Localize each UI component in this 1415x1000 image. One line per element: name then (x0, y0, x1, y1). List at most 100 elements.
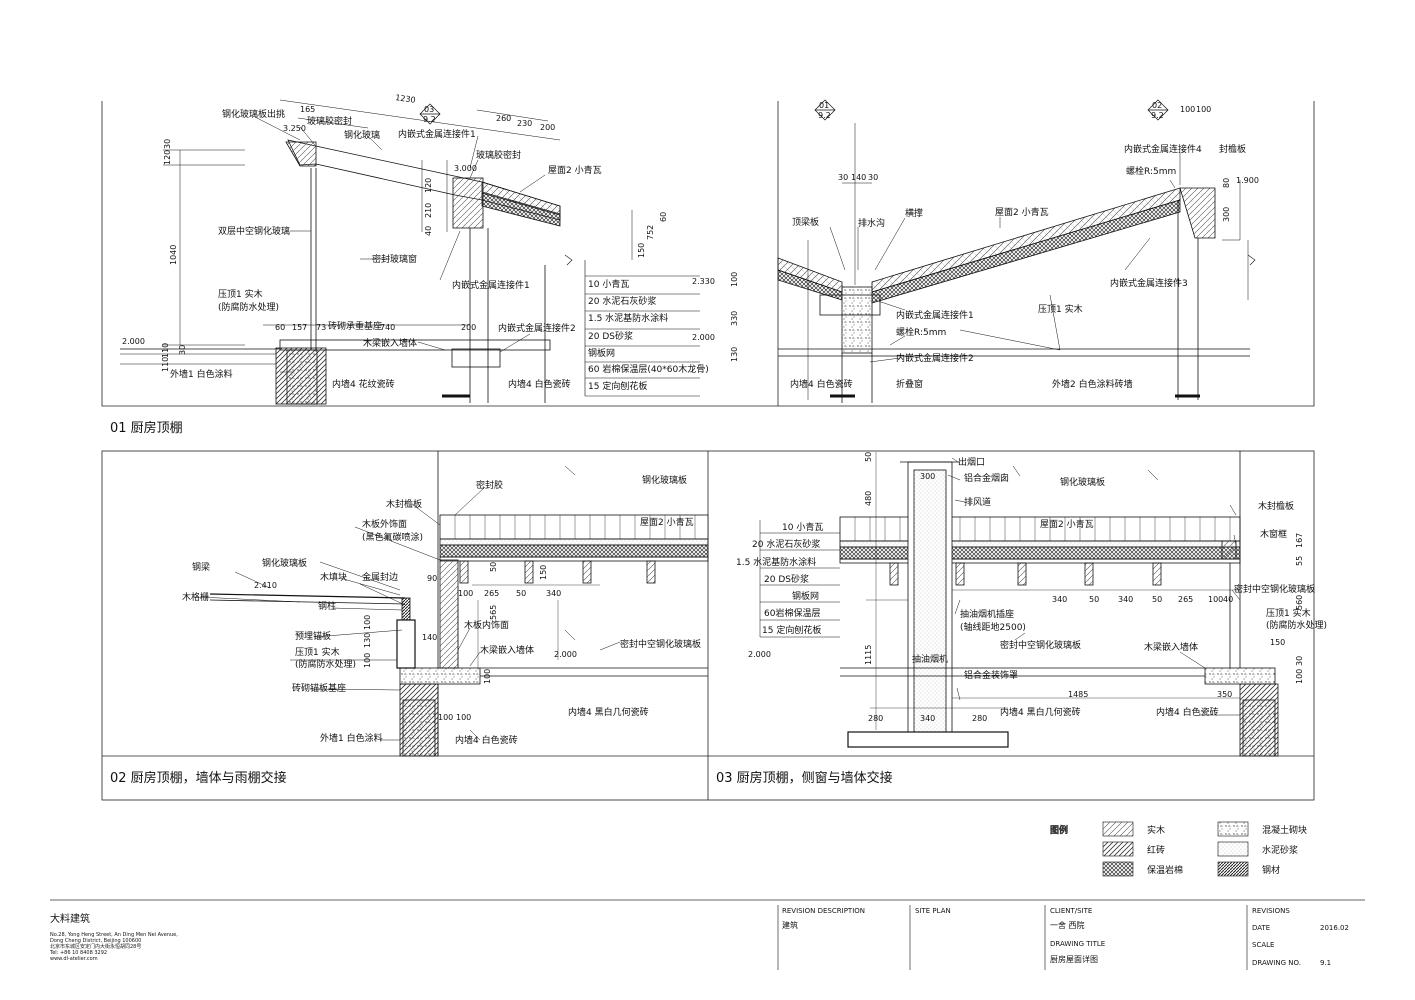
annotation-text: 280 (868, 714, 883, 723)
annotation-text: 120 (424, 178, 433, 193)
annotation-text: 100 (1295, 669, 1304, 684)
annotation-text: 外墙1 白色涂料 (170, 368, 233, 380)
annotation-text: DRAWING NO. (1252, 959, 1301, 967)
annotation-text: 100 (458, 589, 473, 598)
annotation-text: 110 (161, 343, 170, 358)
annotation-text: 密封中空钢化玻璃板 (620, 638, 701, 650)
annotation-text: 80 (1222, 178, 1231, 188)
annotation-text: 砖砌锚板基座 (292, 682, 346, 694)
legend-wood: 实木 (1147, 824, 1165, 836)
annotation-text: 100 (1180, 105, 1195, 114)
drawing-03-text: 出烟口 铝合金烟囱 钢化玻璃板 排风道 木封檐板 屋面2 小青瓦 木窗框 密封中… (736, 452, 1327, 723)
annotation-text: 折叠窗 (896, 378, 923, 390)
annotation-text: 木板内饰面 (464, 619, 509, 631)
annotation-text: 2016.02 (1320, 924, 1349, 932)
annotation-text: 密封玻璃窗 (372, 253, 417, 265)
annotation-text: 150 (1270, 638, 1285, 647)
annotation-text: 内墙4 白色瓷砖 (1156, 706, 1219, 718)
drawing-01-right-text: 01 9.2 02 9.2 30 140 30 顶梁板 排水沟 横撑 屋面2 小… (692, 101, 1259, 390)
annotation-text: 内墙4 黑白几何瓷砖 (568, 706, 649, 718)
annotation-text: 3.000 (454, 164, 477, 173)
annotation-text: 01 (819, 101, 829, 110)
annotation-text: 130 (730, 347, 739, 362)
annotation-text: 密封中空钢化玻璃板 (1000, 639, 1081, 651)
annotation-text: 外墙1 白色涂料 (320, 732, 383, 744)
annotation-text: 230 (517, 119, 532, 128)
caption-03: 03 厨房顶棚，侧窗与墙体交接 (716, 770, 893, 786)
annotation-text: 3.250 (283, 124, 306, 133)
annotation-text: 20 DS砂浆 (588, 330, 633, 342)
annotation-text: 40 (424, 226, 433, 236)
annotation-text: 50 (1089, 595, 1099, 604)
annotation-text: SCALE (1252, 941, 1274, 949)
annotation-text: 30 (838, 173, 848, 182)
annotation-text: 2.000 (692, 333, 715, 342)
annotation-text: SITE PLAN (915, 907, 951, 915)
annotation-text: 560 (1295, 595, 1304, 610)
annotation-text: 双层中空钢化玻璃 (218, 225, 290, 237)
annotation-text: 60 (659, 212, 668, 222)
annotation-text: 建筑 (782, 920, 798, 930)
annotation-text: 排水沟 (858, 217, 885, 229)
annotation-text: (黑色氟碳喷涂) (362, 531, 423, 543)
annotation-text: 9.2 (423, 115, 436, 124)
annotation-text: DRAWING TITLE (1050, 940, 1105, 948)
annotation-text: 9.2 (1151, 111, 1164, 120)
annotation-text: 内嵌式金属连接件1 (896, 309, 974, 321)
annotation-text: 2.000 (554, 650, 577, 659)
annotation-text: (轴线距地2500) (960, 621, 1026, 633)
annotation-text: 340 (1118, 595, 1133, 604)
annotation-text: 钢化玻璃板出挑 (222, 108, 285, 120)
annotation-text: 480 (864, 491, 873, 506)
annotation-text: 40 (1223, 595, 1233, 604)
annotation-text: 100 (438, 713, 453, 722)
annotation-text: 2.000 (122, 337, 145, 346)
annotation-text: 预埋锚板 (295, 630, 331, 642)
drawing-01-right (777, 99, 1250, 403)
annotation-text: 565 (489, 605, 498, 620)
annotation-text: 2.410 (254, 581, 277, 590)
annotation-text: 60岩棉保温层 (764, 607, 820, 619)
annotation-text: 02 (1152, 101, 1162, 110)
annotation-text: 木封檐板 (386, 498, 422, 510)
annotation-text: 9.2 (818, 111, 831, 120)
annotation-text: 50 (1152, 595, 1162, 604)
legend: 图例 实木 红砖 保温岩棉 混凝土砌块 水泥砂浆 钢材 (1050, 821, 1307, 877)
annotation-text: 内嵌式金属连接件2 (896, 352, 974, 364)
annotation-text: 350 (1217, 690, 1232, 699)
legend-brick: 红砖 (1147, 844, 1165, 856)
annotation-text: 55 (1295, 556, 1304, 566)
annotation-text: 压顶1 实木 (218, 288, 263, 300)
annotation-text: 30 (868, 173, 878, 182)
annotation-text: 钢化玻璃 (344, 129, 380, 141)
annotation-text: 100 (456, 713, 471, 722)
annotation-text: 10 小青瓦 (588, 278, 629, 290)
annotation-text: 木窗框 (1260, 528, 1287, 540)
annotation-text: 740 (380, 323, 395, 332)
annotation-text: (防腐防水处理) (218, 301, 279, 313)
annotation-text: 内嵌式金属连接件1 (452, 279, 530, 291)
annotation-text: 北京市东城区安定门内大街永恒胡同28号 (50, 943, 141, 950)
annotation-text: 木梁嵌入墙体 (363, 337, 417, 349)
annotation-text: 抽油烟机 (912, 653, 948, 665)
annotation-text: 钢化玻璃板 (1060, 476, 1105, 488)
annotation-text: DATE (1252, 924, 1270, 932)
annotation-text: 金属封边 (362, 571, 398, 583)
annotation-text: REVISION DESCRIPTION (782, 907, 865, 915)
annotation-text: 165 (300, 105, 315, 114)
annotation-text: 玻璃胶密封 (476, 149, 521, 161)
annotation-text: 60 岩棉保温层(40*60木龙骨) (588, 363, 709, 375)
firm-name: 大料建筑 (50, 912, 90, 925)
annotation-text: 330 (730, 311, 739, 326)
annotation-text: 100 (1208, 595, 1223, 604)
annotation-text: 210 (424, 203, 433, 218)
annotation-text: (防腐防水处理) (295, 658, 356, 670)
annotation-text: 100 (1196, 105, 1211, 114)
annotation-text: 抽油烟机插座 (960, 608, 1014, 620)
annotation-text: 螺栓R:5mm (896, 326, 946, 338)
annotation-text: Tel: +86 10 8408 3292 (49, 950, 107, 956)
annotation-text: 340 (920, 714, 935, 723)
annotation-text: 1115 (864, 645, 873, 665)
annotation-text: 1040 (169, 245, 178, 265)
